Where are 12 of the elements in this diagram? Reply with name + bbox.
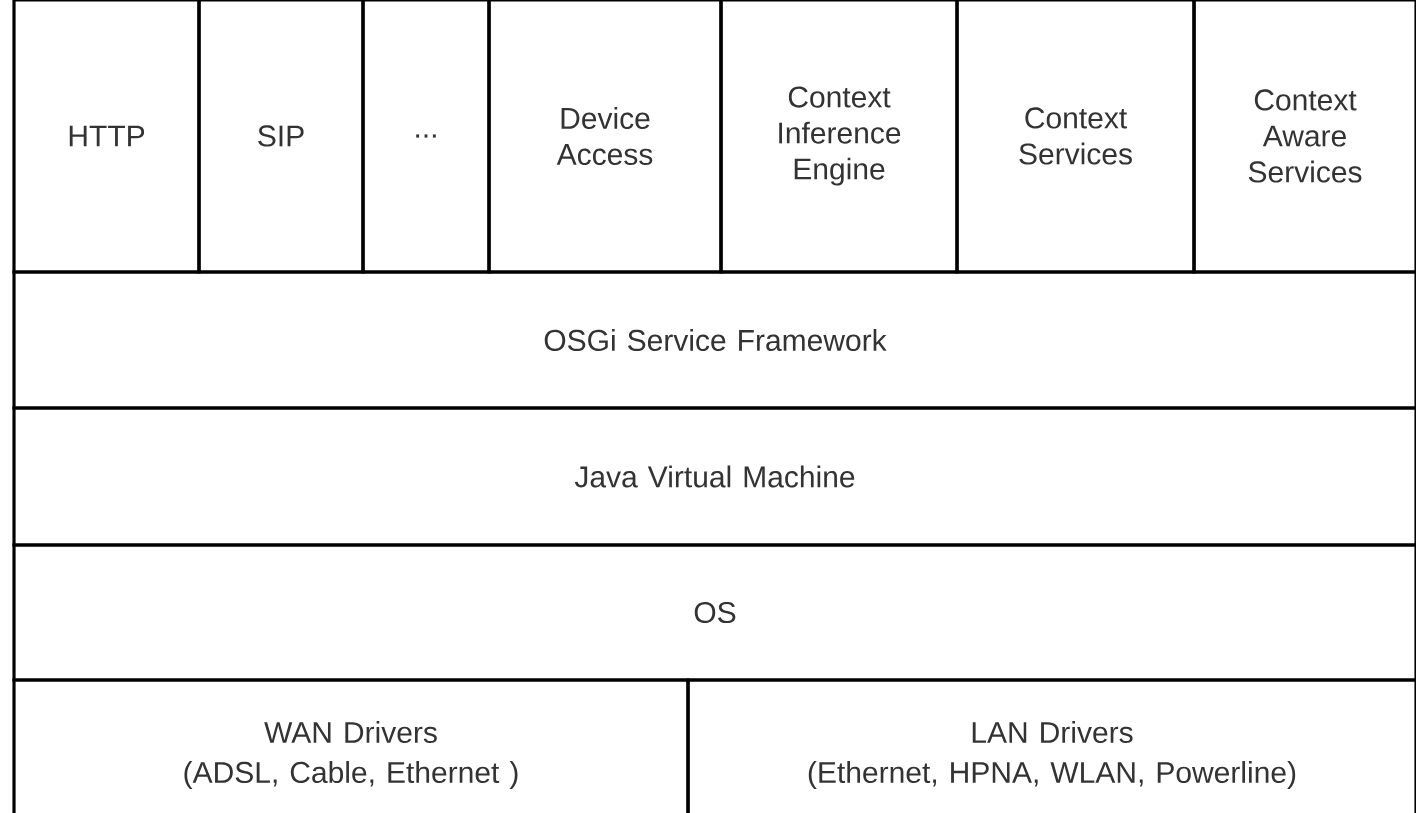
layer-box: Context Services <box>955 0 1196 274</box>
layer-box: Java Virtual Machine <box>12 406 1416 547</box>
layer-box: HTTP <box>12 0 201 274</box>
layer-box: Device Access <box>487 0 723 274</box>
layer-box: Context Aware Services <box>1192 0 1416 274</box>
layer-box: WAN Drivers (ADSL, Cable, Ethernet ) <box>12 678 690 813</box>
layer-box: OS <box>12 543 1416 682</box>
layer-box: SIP <box>197 0 365 274</box>
layer-box: OSGi Service Framework <box>12 270 1416 410</box>
layer-box: Context Inference Engine <box>719 0 959 274</box>
layer-box: ... <box>361 0 491 274</box>
layer-box: LAN Drivers (Ethernet, HPNA, WLAN, Powerline) <box>686 678 1416 813</box>
